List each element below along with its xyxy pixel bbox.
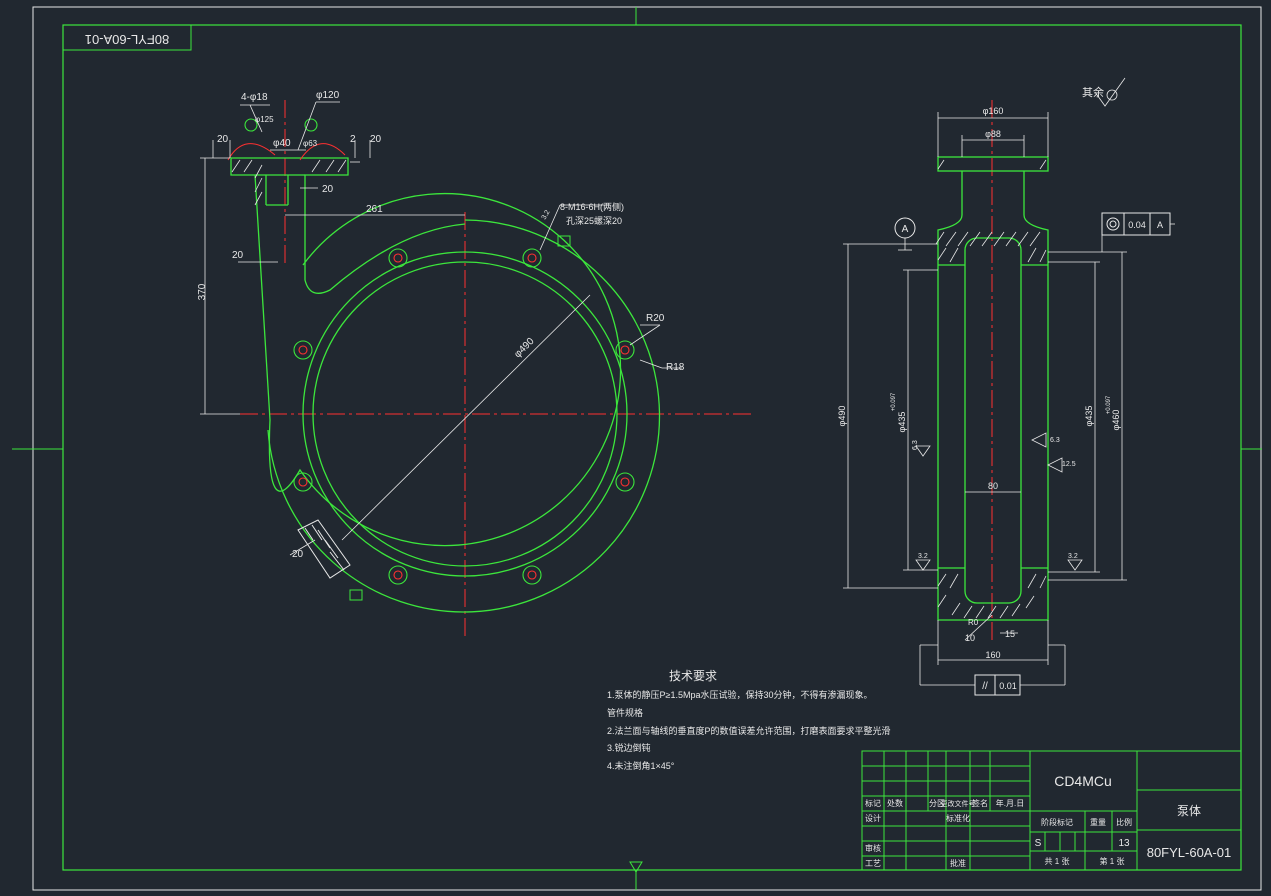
dim-160-top: φ160: [983, 106, 1004, 116]
dim-80: 80: [988, 481, 998, 491]
parallelism-frame: // 0.01: [974, 674, 1021, 696]
tb-approve: 批准: [950, 858, 966, 868]
dim-15: 15: [1005, 629, 1015, 639]
tb-mark: 标记: [865, 798, 881, 808]
bolt-holes: [293, 248, 635, 585]
dim-thread-depth: 孔深25螺深20: [566, 216, 622, 226]
rough-125: 12.5: [1062, 461, 1076, 468]
dim-490: φ490: [512, 336, 536, 360]
tb-material: CD4MCu: [1054, 773, 1112, 789]
dim-490-side: φ490: [837, 406, 847, 427]
roughness-note: 其余: [1082, 85, 1104, 99]
par-value: 0.01: [999, 681, 1017, 691]
dim-20-bottom: 20: [292, 549, 304, 560]
datum-bubble: [894, 217, 916, 239]
dim-370: 370: [197, 283, 208, 300]
title-block: 标记 处数 分区 更改文件号 签名 年.月.日 设计 标准化 审核 工艺 批准 …: [861, 750, 1242, 871]
tb-weight: 重量: [1090, 817, 1106, 827]
tb-change-doc: 更改文件号: [941, 799, 976, 808]
tb-standard: 标准化: [946, 813, 970, 823]
dim-63: φ63: [303, 139, 318, 148]
par-symbol: //: [982, 681, 988, 692]
code-stamp-text: 80FYL-60A-01: [85, 32, 170, 47]
tb-review: 审核: [865, 843, 881, 853]
dim-20-side: 20: [232, 250, 244, 261]
tb-stage: 阶段标记: [1041, 817, 1073, 827]
dim-10: 10: [965, 633, 975, 643]
dim-r20: R20: [646, 313, 665, 324]
rough-63-l: 6.3: [912, 440, 919, 450]
dim-20-right: 20: [370, 134, 382, 145]
dim-r18: R18: [666, 362, 685, 373]
tb-sign: 签名: [972, 798, 988, 808]
rough-32-r: 3.2: [1068, 553, 1078, 560]
tech-line-2: 管件规格: [607, 707, 643, 718]
dim-435-right: φ435: [1084, 406, 1094, 427]
tol-value: 0.04: [1128, 220, 1146, 230]
front-view: 4-φ18 φ125 φ120 φ40 φ63 20 2 20 20 261 2…: [197, 90, 755, 640]
dim-120: φ120: [316, 90, 340, 101]
tb-sheet-no: 第 1 张: [1100, 856, 1125, 866]
datum-letter: A: [902, 224, 909, 235]
dim-88: φ88: [985, 129, 1001, 139]
center-marks: [12, 7, 1262, 890]
dim-160-bottom: 160: [985, 650, 1000, 660]
tech-line-1: 1.泵体的静压P≥1.5Mpa水压试验，保持30分钟，不得有渗漏现象。: [607, 689, 872, 700]
tb-scale: 比例: [1116, 817, 1132, 827]
dim-2: 2: [350, 134, 356, 145]
tech-line-4: 3.锐边倒钝: [607, 742, 651, 753]
dim-125: φ125: [255, 115, 274, 124]
tech-line-5: 4.未注倒角1×45°: [607, 760, 675, 771]
dim-460: φ460: [1111, 410, 1121, 431]
dim-435-left-tol: +0.097: [891, 392, 897, 411]
tb-part-code: 80FYL-60A-01: [1147, 845, 1232, 860]
concentricity-frame: 0.04 A: [1101, 212, 1171, 236]
tb-count: 处数: [887, 798, 903, 808]
dim-261: 261: [366, 204, 383, 215]
tb-part-name: 泵体: [1177, 804, 1201, 818]
tech-title: 技术要求: [669, 669, 717, 683]
dim-r0: R0: [968, 618, 979, 627]
tech-requirements: 技术要求 1.泵体的静压P≥1.5Mpa水压试验，保持30分钟，不得有渗漏现象。…: [607, 669, 891, 771]
dim-460-tol: +0.097: [1106, 395, 1112, 414]
code-stamp: 80FYL-60A-01: [62, 24, 192, 51]
tb-process: 工艺: [865, 859, 881, 868]
tb-zone: 分区: [929, 799, 945, 808]
tb-scale-value: 13: [1118, 838, 1130, 849]
rough-63-r: 6.3: [1050, 437, 1060, 444]
side-view: A 0.04 A // 0.01 φ160 φ88 φ490 φ435 +0.0…: [837, 77, 1175, 696]
dim-20-under: 20: [322, 184, 334, 195]
tb-s-mark: S: [1035, 838, 1042, 849]
dim-40: φ40: [273, 138, 291, 149]
dim-435-left: φ435: [897, 412, 907, 433]
tb-date: 年.月.日: [996, 798, 1024, 808]
dim-thread: 8-M16-6H(两侧): [560, 201, 624, 212]
tol-datum: A: [1157, 220, 1163, 230]
dim-holes: 4-φ18: [241, 92, 268, 103]
dim-chamfer: 3.2: [541, 209, 552, 221]
tech-line-3: 2.法兰面与轴线的垂直度P的数值误差允许范围，打磨表面要求平整光滑: [607, 725, 891, 736]
tb-total-sheets: 共 1 张: [1045, 857, 1070, 866]
rough-32-l: 3.2: [918, 553, 928, 560]
dim-20-left: 20: [217, 134, 229, 145]
tb-design: 设计: [865, 813, 881, 823]
sheet-frame-inner: [62, 24, 1242, 871]
